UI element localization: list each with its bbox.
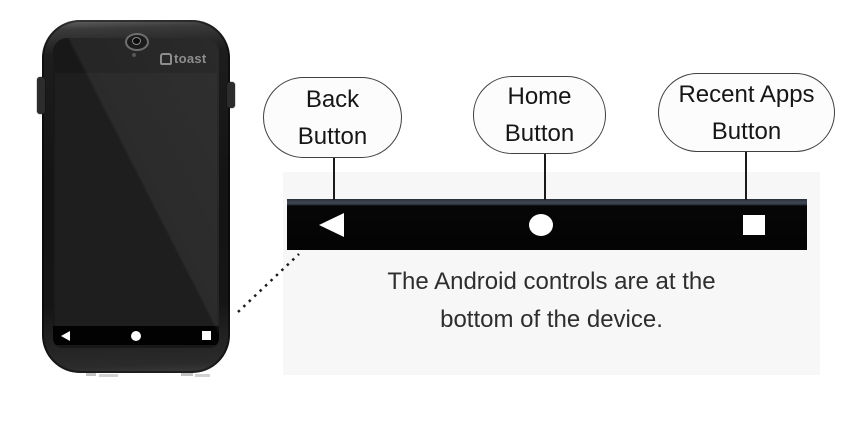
- callout-back-button: Back Button: [263, 77, 402, 158]
- toast-logo-text: toast: [174, 51, 207, 66]
- camera-lens-icon: [132, 37, 141, 45]
- callout-connector-recents: [745, 151, 747, 200]
- device-screen: [53, 38, 219, 348]
- device-side-button-right: [227, 82, 235, 108]
- front-camera-icon: [125, 33, 149, 51]
- home-button[interactable]: [513, 203, 569, 246]
- device-android-nav-bar: [53, 326, 219, 345]
- home-icon: [131, 330, 141, 341]
- callout-home-line-1: Home: [507, 83, 572, 110]
- back-button[interactable]: [303, 203, 359, 246]
- back-icon: [61, 330, 70, 341]
- recent-apps-button[interactable]: [726, 203, 782, 246]
- callout-recent-apps-button: Recent Apps Button: [658, 73, 835, 152]
- callout-home-line-2: Button: [504, 120, 575, 147]
- sensor-dot-icon: [132, 53, 136, 57]
- callout-recents-line-2: Button: [711, 117, 782, 145]
- callout-connector-back: [333, 157, 335, 200]
- device-display-area: [55, 73, 217, 327]
- home-icon: [529, 213, 553, 236]
- callout-back-line-1: Back: [305, 85, 360, 113]
- callout-back-line-2: Button: [297, 122, 368, 150]
- recent-apps-icon: [202, 331, 211, 340]
- toast-handheld-device: toast: [37, 20, 235, 373]
- callout-connector-home: [544, 153, 546, 200]
- device-foot: [181, 373, 193, 376]
- back-icon: [318, 212, 344, 237]
- android-nav-bar: [287, 199, 807, 250]
- caption-text: The Android controls are at the bottom o…: [283, 263, 820, 339]
- device-foot: [195, 374, 210, 377]
- toast-logo: toast: [160, 51, 207, 66]
- toast-logo-icon: [160, 52, 172, 65]
- callout-recents-line-1: Recent Apps: [678, 80, 815, 108]
- device-foot: [99, 374, 118, 377]
- device-side-button-left: [37, 77, 45, 114]
- recent-apps-icon: [743, 214, 765, 235]
- caption-line-2: bottom of the device.: [440, 306, 663, 333]
- callout-home-button: Home Button: [473, 76, 606, 154]
- dotted-connector-line: [237, 253, 300, 313]
- caption-line-1: The Android controls are at the: [387, 268, 716, 295]
- device-foot: [86, 373, 96, 376]
